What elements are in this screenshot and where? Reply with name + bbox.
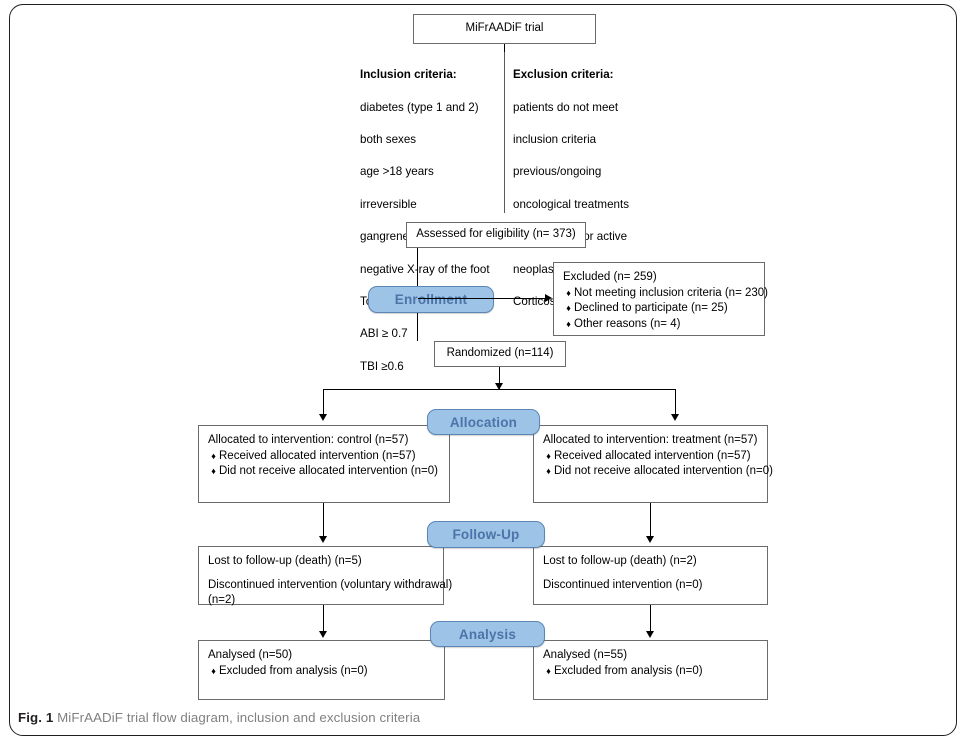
connector-split-left [323,389,325,417]
stage-badge-followup: Follow-Up [427,521,545,548]
inclusion-criteria-heading: Inclusion criteria: [360,68,457,82]
connector-right-followup-to-analysis [650,605,652,635]
followup-right-box: Lost to follow-up (death) (n=2) Disconti… [533,546,768,605]
split-line-allocation [323,389,676,391]
arrowhead-to-excluded [545,294,552,302]
diamond-bullet-icon: ♦ [546,466,551,476]
allocation-right-item-text: Received allocated intervention (n=57) [554,449,751,462]
stage-badge-followup-label: Follow-Up [452,527,520,542]
stage-badge-analysis: Analysis [430,621,545,647]
arrowhead-right-analysis [646,631,654,638]
analysis-left-title: Analysed (n=50) [208,649,293,661]
excluded-item-text: Other reasons (n= 4) [574,317,681,330]
followup-left-line3: (n=2) [208,594,236,606]
figure-caption: Fig. 1 MiFrAADiF trial flow diagram, inc… [18,710,420,725]
excluded-box: Excluded (n= 259) ♦ Not meeting inclusio… [553,262,768,336]
arrowhead-right-followup [646,536,654,543]
allocation-left-item-text: Did not receive allocated intervention (… [219,465,438,477]
excluded-list-item: ♦ Other reasons (n= 4) [563,317,755,333]
followup-left-line2: Discontinued intervention (voluntary wit… [208,578,453,591]
excluded-list-item: ♦ Not meeting inclusion criteria (n= 230… [563,286,768,302]
assessed-eligibility-box: Assessed for eligibility (n= 373) [406,222,586,248]
analysis-left-item: ♦ Excluded from analysis (n=0) [208,664,435,680]
spacer [543,570,758,578]
diamond-bullet-icon: ♦ [211,665,216,676]
spacer [208,570,434,578]
allocation-left-box: Allocated to intervention: control (n=57… [198,425,450,503]
figure-caption-label: Fig. 1 [18,710,54,725]
trial-title-box: MiFrAADiF trial [413,14,596,44]
allocation-right-item-text: Did not receive allocated intervention (… [554,465,773,477]
stage-badge-enrollment-label: Enrollment [394,292,468,307]
exclusion-criteria-heading: Exclusion criteria: [513,68,614,82]
connector-randomized-down [499,367,501,389]
trial-title-text: MiFrAADiF trial [465,22,544,35]
allocation-right-item: ♦ Did not receive allocated intervention… [543,464,773,480]
allocation-left-item: ♦ Did not receive allocated intervention… [208,464,440,480]
diamond-bullet-icon: ♦ [546,665,551,676]
inclusion-item: diabetes (type 1 and 2) [360,100,479,114]
inclusion-item: ABI ≥ 0.7 [360,327,408,341]
arrowhead-left-followup [319,536,327,543]
excluded-item-text: Not meeting inclusion criteria (n= 230) [574,286,768,299]
excluded-title: Excluded (n= 259) [563,271,657,283]
inclusion-item: negative X-ray of the foot [360,262,490,276]
diamond-bullet-icon: ♦ [546,450,551,461]
allocation-left-item: ♦ Received allocated intervention (n=57) [208,449,440,465]
exclusion-item: oncological treatments [513,197,629,211]
inclusion-item: irreversible [360,197,417,211]
connector-left-followup-to-analysis [323,605,325,635]
diamond-bullet-icon: ♦ [566,287,571,298]
stage-badge-analysis-label: Analysis [458,626,517,642]
arrowhead-left-analysis [319,631,327,638]
assessed-eligibility-text: Assessed for eligibility (n= 373) [416,228,576,241]
exclusion-item: inclusion criteria [513,133,597,147]
exclusion-item: neoplasy [513,262,560,276]
connector-split-right [675,389,677,417]
stage-badge-allocation: Allocation [427,409,540,435]
connector-right-alloc-to-followup [650,503,652,539]
allocation-left-title: Allocated to intervention: control (n=57… [208,434,409,446]
exclusion-item: patients do not meet [513,100,619,114]
allocation-left-item-text: Received allocated intervention (n=57) [219,449,416,462]
analysis-right-item: ♦ Excluded from analysis (n=0) [543,664,758,680]
followup-right-line2: Discontinued intervention (n=0) [543,578,703,591]
randomized-text: Randomized (n=114) [446,347,554,360]
allocation-right-title: Allocated to intervention: treatment (n=… [543,434,758,446]
allocation-right-box: Allocated to intervention: treatment (n=… [533,425,773,503]
analysis-right-box: Analysed (n=55) ♦ Excluded from analysis… [533,640,768,700]
criteria-divider [504,52,505,213]
connector-to-excluded [418,298,546,300]
followup-right-line1: Lost to follow-up (death) (n=2) [543,555,697,567]
diamond-bullet-icon: ♦ [566,318,571,329]
analysis-left-item-text: Excluded from analysis (n=0) [219,664,368,677]
exclusion-item: previous/ongoing [513,165,602,179]
stage-badge-allocation-label: Allocation [449,414,518,430]
arrowhead-right-allocation [671,414,679,421]
arrowhead-randomized-split [495,383,503,390]
diamond-bullet-icon: ♦ [211,450,216,461]
arrowhead-left-allocation [319,414,327,421]
followup-left-line1: Lost to follow-up (death) (n=5) [208,555,362,567]
excluded-item-text: Declined to participate (n= 25) [574,302,728,314]
connector-left-alloc-to-followup [323,503,325,539]
diamond-bullet-icon: ♦ [566,303,571,313]
inclusion-item: age >18 years [360,165,434,179]
analysis-right-item-text: Excluded from analysis (n=0) [554,664,703,677]
randomized-box: Randomized (n=114) [434,341,566,367]
figure-caption-text: MiFrAADiF trial flow diagram, inclusion … [57,710,421,725]
inclusion-item: both sexes [360,133,417,147]
inclusion-item: TBI ≥0.6 [360,359,404,373]
excluded-list-item: ♦ Declined to participate (n= 25) [563,301,755,317]
analysis-left-box: Analysed (n=50) ♦ Excluded from analysis… [198,640,445,700]
followup-left-box: Lost to follow-up (death) (n=5) Disconti… [198,546,453,606]
allocation-right-item: ♦ Received allocated intervention (n=57) [543,449,758,465]
diamond-bullet-icon: ♦ [211,466,216,476]
stage-badge-enrollment: Enrollment [368,286,494,313]
analysis-right-title: Analysed (n=55) [543,649,628,661]
